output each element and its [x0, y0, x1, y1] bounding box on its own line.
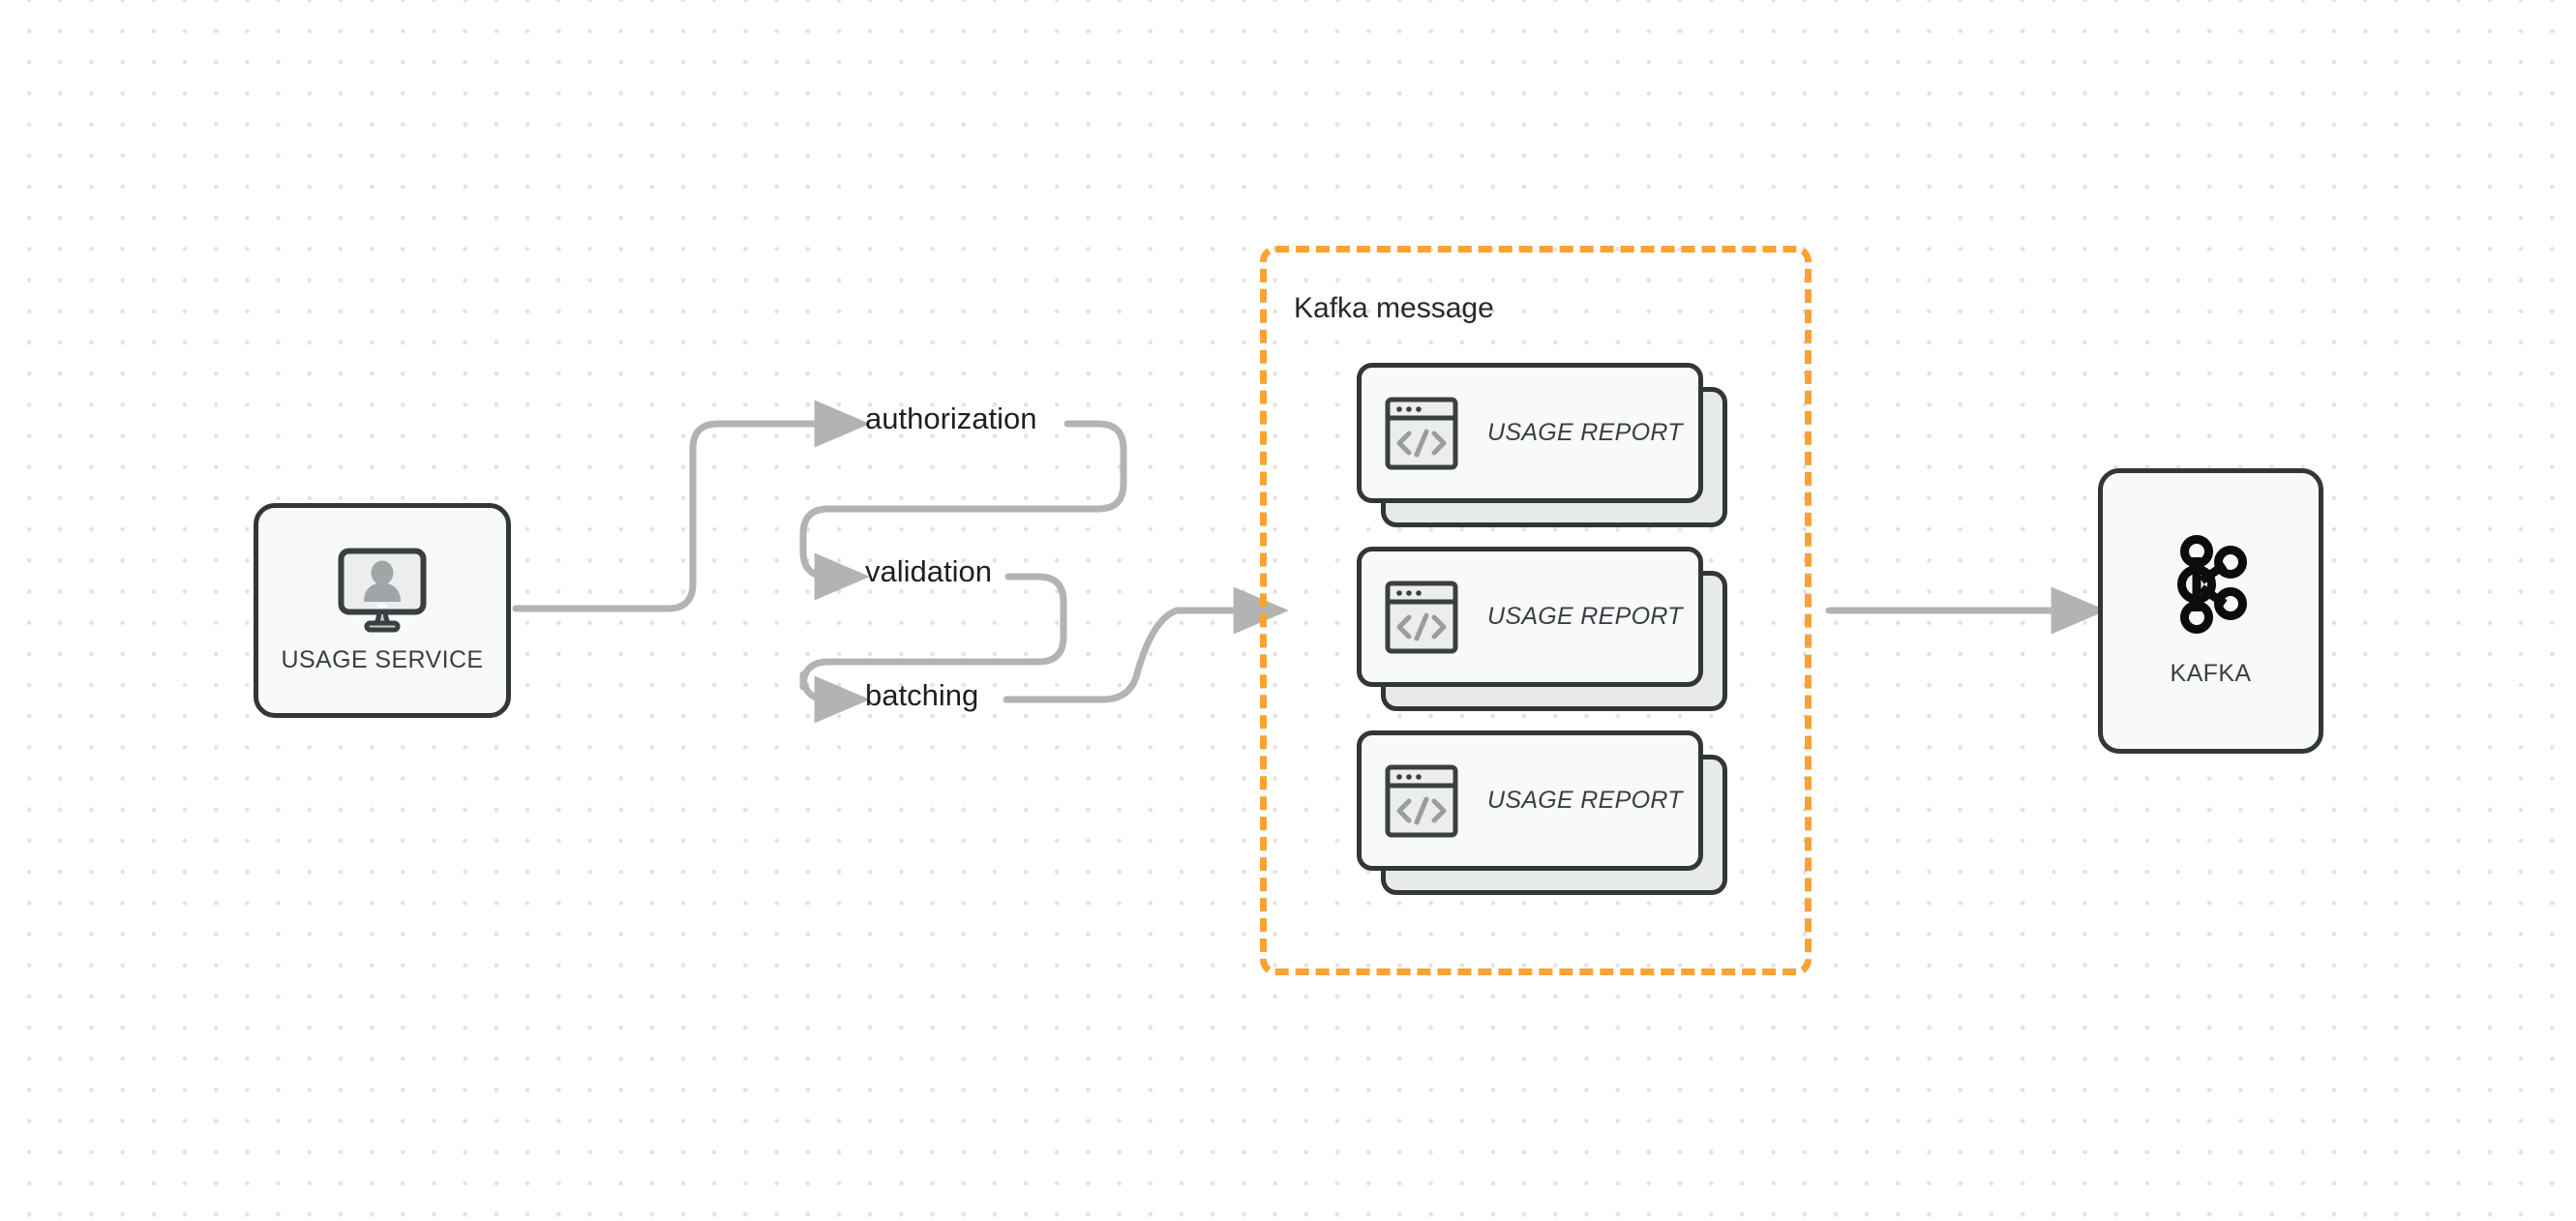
usage-report-card-front[interactable]: USAGE REPORT [1357, 730, 1703, 871]
monitor-user-icon [338, 548, 427, 633]
node-usage-service[interactable]: USAGE SERVICE [254, 503, 511, 718]
code-window-icon [1385, 581, 1458, 654]
kafka-message-group-title: Kafka message [1294, 292, 1494, 324]
pipeline-step-validation[interactable]: validation [865, 554, 992, 588]
usage-report-card[interactable]: USAGE REPORT [1357, 547, 1730, 711]
usage-report-card-label: USAGE REPORT [1487, 787, 1683, 814]
pipeline-step-authorization[interactable]: authorization [865, 402, 1037, 435]
usage-report-card-label: USAGE REPORT [1487, 419, 1683, 446]
node-kafka-label: KAFKA [2170, 660, 2252, 687]
usage-report-card-label: USAGE REPORT [1487, 603, 1683, 630]
connector-usage-service-to-authorization [512, 400, 870, 612]
connector-batching-to-kafka-message [1003, 586, 1289, 703]
usage-report-card[interactable]: USAGE REPORT [1357, 363, 1730, 527]
code-window-icon [1385, 397, 1458, 470]
code-window-icon [1385, 764, 1458, 838]
node-usage-service-label: USAGE SERVICE [281, 645, 484, 673]
node-kafka[interactable]: KAFKA [2098, 468, 2323, 754]
usage-report-card[interactable]: USAGE REPORT [1357, 730, 1730, 895]
usage-report-card-front[interactable]: USAGE REPORT [1357, 547, 1703, 687]
kafka-message-group-boundary[interactable] [1260, 246, 1812, 975]
usage-report-card-front[interactable]: USAGE REPORT [1357, 363, 1703, 503]
kafka-logo-icon [2172, 534, 2251, 635]
pipeline-step-batching[interactable]: batching [865, 678, 979, 712]
